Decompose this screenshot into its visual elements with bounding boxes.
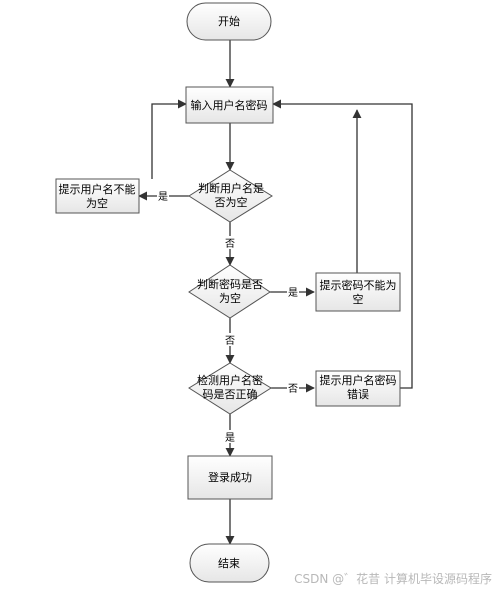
node-verify bbox=[188, 362, 272, 415]
label-check-user-line1: 判断用户名是 bbox=[198, 181, 264, 195]
label-prompt-user-line1: 提示用户名不能 bbox=[59, 182, 136, 196]
label-verify-line2: 码是否正确 bbox=[203, 388, 258, 401]
label-prompt-user-line2: 为空 bbox=[86, 196, 108, 210]
edge-label-pwd-empty-no: 否 bbox=[225, 335, 235, 347]
label-start: 开始 bbox=[218, 14, 240, 28]
edge-prompt-user-back bbox=[151, 99, 187, 179]
label-end: 结束 bbox=[218, 557, 240, 570]
label-input: 输入用户名密码 bbox=[191, 98, 268, 112]
node-end bbox=[189, 543, 270, 583]
edge-label-user-empty-no: 否 bbox=[225, 238, 235, 250]
label-check-pwd-line2: 为空 bbox=[219, 291, 241, 305]
node-prompt-user-empty bbox=[55, 178, 140, 214]
label-prompt-pwd-line1: 提示密码不能为 bbox=[320, 278, 397, 292]
label-prompt-error-line1: 提示用户名密码 bbox=[320, 373, 397, 387]
node-check-pwd-empty bbox=[188, 264, 271, 319]
label-verify-line1: 检测用户名密 bbox=[197, 373, 263, 387]
label-prompt-error-line2: 错误 bbox=[347, 387, 369, 401]
edge-label-verify-yes: 是 bbox=[225, 432, 235, 444]
node-prompt-error bbox=[315, 370, 401, 407]
node-prompt-pwd-empty bbox=[315, 272, 401, 312]
node-check-user-empty bbox=[188, 169, 273, 223]
edge-prompt-error-back bbox=[272, 99, 413, 389]
node-start bbox=[186, 2, 272, 41]
label-success: 登录成功 bbox=[208, 470, 252, 484]
node-success bbox=[187, 455, 273, 500]
watermark-text: CSDN @゛花昔 计算机毕设源码程序 bbox=[294, 571, 492, 586]
edge-label-user-empty-yes: 是 bbox=[158, 191, 168, 203]
label-check-pwd-line1: 判断密码是否 bbox=[197, 277, 263, 291]
label-prompt-pwd-line2: 空 bbox=[353, 292, 364, 306]
label-check-user-line2: 否为空 bbox=[215, 195, 248, 209]
edge-label-pwd-empty-yes: 是 bbox=[288, 287, 298, 299]
node-input bbox=[185, 86, 274, 124]
edge-label-verify-no: 否 bbox=[288, 383, 298, 395]
